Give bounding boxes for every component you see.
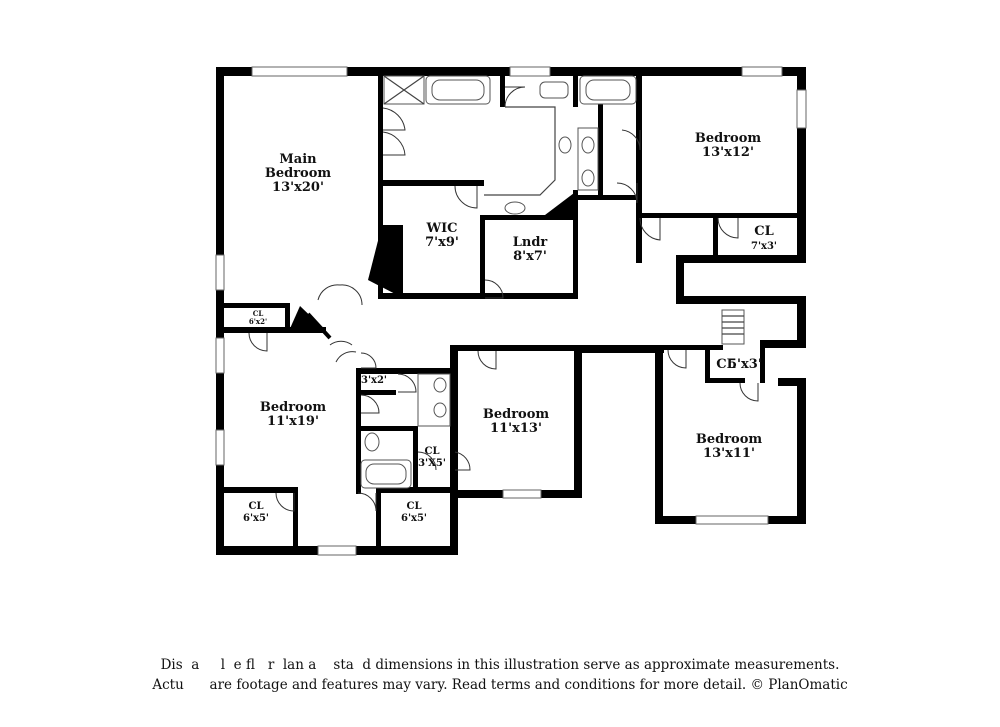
closet-sw2-label: CL [407, 501, 422, 512]
closet-hall-dims: 3'x2' [361, 375, 387, 386]
closet-ne-dims: 7'x3' [751, 241, 777, 252]
closet-c-label: CL [425, 446, 440, 457]
disclaimer-line-2: Actu are footage and features may vary. … [152, 677, 848, 693]
bedroom-c-dims: 11'x13' [490, 421, 542, 436]
closet-c-dims: 3'X5' [418, 458, 446, 469]
bedroom-se-label: Bedroom [696, 432, 763, 447]
closet-sw2-dims: 6'x5' [401, 513, 427, 524]
bedroom-ne-label: Bedroom [695, 131, 762, 146]
disclaimer-line-1: Dis a l e fl r lan a sta d dimensions in… [160, 657, 840, 673]
windows [215, 66, 807, 556]
bedroom-w-label: Bedroom [260, 400, 327, 415]
closet-ne-label: CL [754, 224, 774, 239]
main-bedroom-label-2: Bedroom [265, 166, 332, 181]
door-swings [248, 86, 759, 512]
interior-walls [216, 67, 806, 555]
bedroom-w-dims: 11'x19' [267, 414, 319, 429]
disclaimer: Dis a l e fl r lan a sta d dimensions in… [0, 655, 1000, 695]
closet-sw1-label: CL [249, 501, 264, 512]
bedroom-ne-dims: 13'x12' [702, 145, 754, 160]
main-bedroom-dims: 13'x20' [272, 180, 324, 195]
closet-w-small-dims: 6'x2' [249, 317, 267, 326]
closet-sw1-dims: 6'x5' [243, 513, 269, 524]
structural-chases [288, 190, 578, 340]
main-bedroom-label: Main [279, 152, 317, 167]
laundry-dims: 8'x7' [513, 249, 547, 264]
laundry-label: Lndr [513, 235, 548, 250]
closet-w-small-label: CL [253, 309, 264, 318]
wic-label: WIC [425, 221, 457, 236]
wic-dims: 7'x9' [425, 235, 459, 250]
closet-se-label: CL [716, 357, 736, 372]
bedroom-se-dims: 13'x11' [703, 446, 755, 461]
closet-se-dims: 5'x3' [728, 357, 762, 372]
bath-fixtures [360, 75, 745, 489]
bedroom-c-label: Bedroom [483, 407, 550, 422]
room-labels: Main Bedroom 13'x20' WIC 7'x9' Lndr 8'x7… [243, 131, 777, 524]
